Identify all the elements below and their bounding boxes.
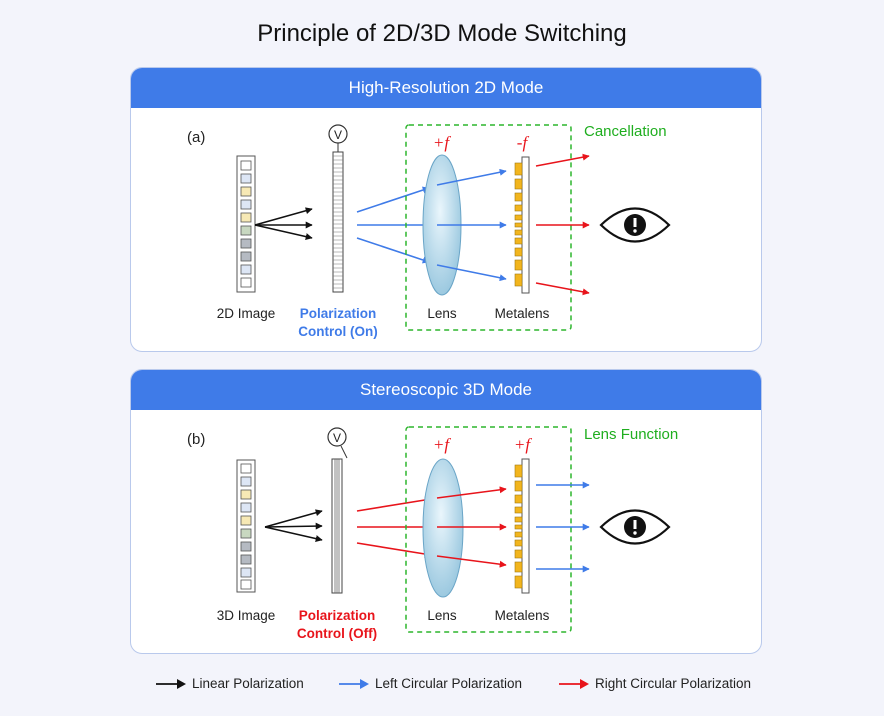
control-label-line1: Polarization xyxy=(299,608,376,623)
eye-icon xyxy=(599,509,671,545)
control-label-line2: Control (On) xyxy=(298,324,377,339)
image-strip xyxy=(236,459,256,593)
lens: +f xyxy=(422,133,462,296)
voltage-icon: V xyxy=(334,128,342,142)
black-arrow-icon xyxy=(156,678,186,689)
linear-polarization-rays xyxy=(264,509,323,543)
legend-left: Left Circular Polarization xyxy=(338,676,522,691)
left-circular-rays-out xyxy=(536,481,590,573)
polarization-control: V xyxy=(328,124,348,293)
blue-arrow-icon xyxy=(339,678,369,689)
legend-linear: Linear Polarization xyxy=(155,676,304,691)
legend-linear-label: Linear Polarization xyxy=(192,676,304,691)
diagram-3d: (b) V xyxy=(187,426,678,641)
right-circular-rays-out xyxy=(535,153,590,296)
image-strip xyxy=(236,155,256,293)
lens-label: Lens xyxy=(427,608,457,623)
metalens-focal-label: -f xyxy=(517,133,530,152)
control-label-line2: Control (Off) xyxy=(297,626,377,641)
panel-2d-mode-header: High-Resolution 2D Mode xyxy=(131,68,761,108)
panel-tag: (b) xyxy=(187,431,205,448)
metalens: +f xyxy=(514,435,532,594)
panel-3d-mode: Stereoscopic 3D Mode (b) xyxy=(130,369,762,654)
lens-label: Lens xyxy=(427,306,457,321)
metalens-label: Metalens xyxy=(495,306,550,321)
legend-left-label: Left Circular Polarization xyxy=(375,676,523,691)
metalens-focal-label: +f xyxy=(514,435,532,454)
panel-tag: (a) xyxy=(187,129,205,146)
lens: +f xyxy=(422,435,464,598)
lens-focal-label: +f xyxy=(433,133,451,152)
diagram-2d: (a) V xyxy=(187,123,671,339)
metalens: -f xyxy=(514,133,530,294)
result-label: Lens Function xyxy=(584,426,678,443)
eye-icon xyxy=(599,207,671,243)
panel-2d-mode: High-Resolution 2D Mode (a) xyxy=(130,67,762,352)
panel-3d-mode-header: Stereoscopic 3D Mode xyxy=(131,370,761,410)
control-label-line1: Polarization xyxy=(300,306,377,321)
linear-polarization-rays xyxy=(254,207,313,241)
page-title: Principle of 2D/3D Mode Switching xyxy=(257,20,627,47)
optics-group-box xyxy=(405,124,572,331)
voltage-icon: V xyxy=(333,431,341,445)
lens-focal-label: +f xyxy=(433,435,451,454)
right-circular-rays-mid xyxy=(436,486,507,568)
metalens-label: Metalens xyxy=(495,608,550,623)
red-arrow-icon xyxy=(559,678,589,689)
polarization-control: V xyxy=(327,427,348,594)
legend-right: Right Circular Polarization xyxy=(558,676,751,691)
right-circular-rays-in xyxy=(356,496,432,558)
left-circular-rays-in xyxy=(356,186,430,264)
image-label: 2D Image xyxy=(217,306,276,321)
left-circular-rays-mid xyxy=(436,168,507,282)
legend: Linear Polarization Left Circular Polari… xyxy=(0,676,884,700)
image-label: 3D Image xyxy=(217,608,276,623)
optics-group-box xyxy=(405,426,572,633)
result-label: Cancellation xyxy=(584,123,667,140)
legend-right-label: Right Circular Polarization xyxy=(595,676,752,691)
